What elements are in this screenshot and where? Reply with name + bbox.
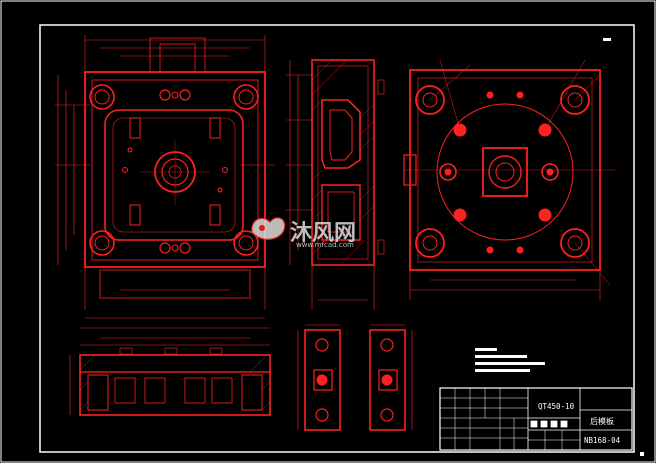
title-block	[439, 387, 633, 451]
drawing-number-label: NB168-04	[584, 436, 621, 445]
detail-views	[297, 324, 413, 431]
watermark-brand: 沐风网	[290, 221, 356, 246]
material-label: QT450-10	[538, 402, 575, 411]
corner-mark	[603, 38, 611, 41]
section-view	[286, 59, 417, 310]
inner-frame	[39, 24, 635, 453]
sheet-mark	[640, 452, 644, 456]
technical-notes	[475, 348, 545, 372]
plan-view	[55, 35, 275, 329]
part-name-label: 后模板	[590, 416, 614, 426]
watermark-logo	[251, 217, 286, 240]
bottom-section-view	[69, 337, 271, 416]
watermark-url: www.mfcad.com	[296, 241, 354, 249]
rear-plan-view	[405, 59, 615, 300]
